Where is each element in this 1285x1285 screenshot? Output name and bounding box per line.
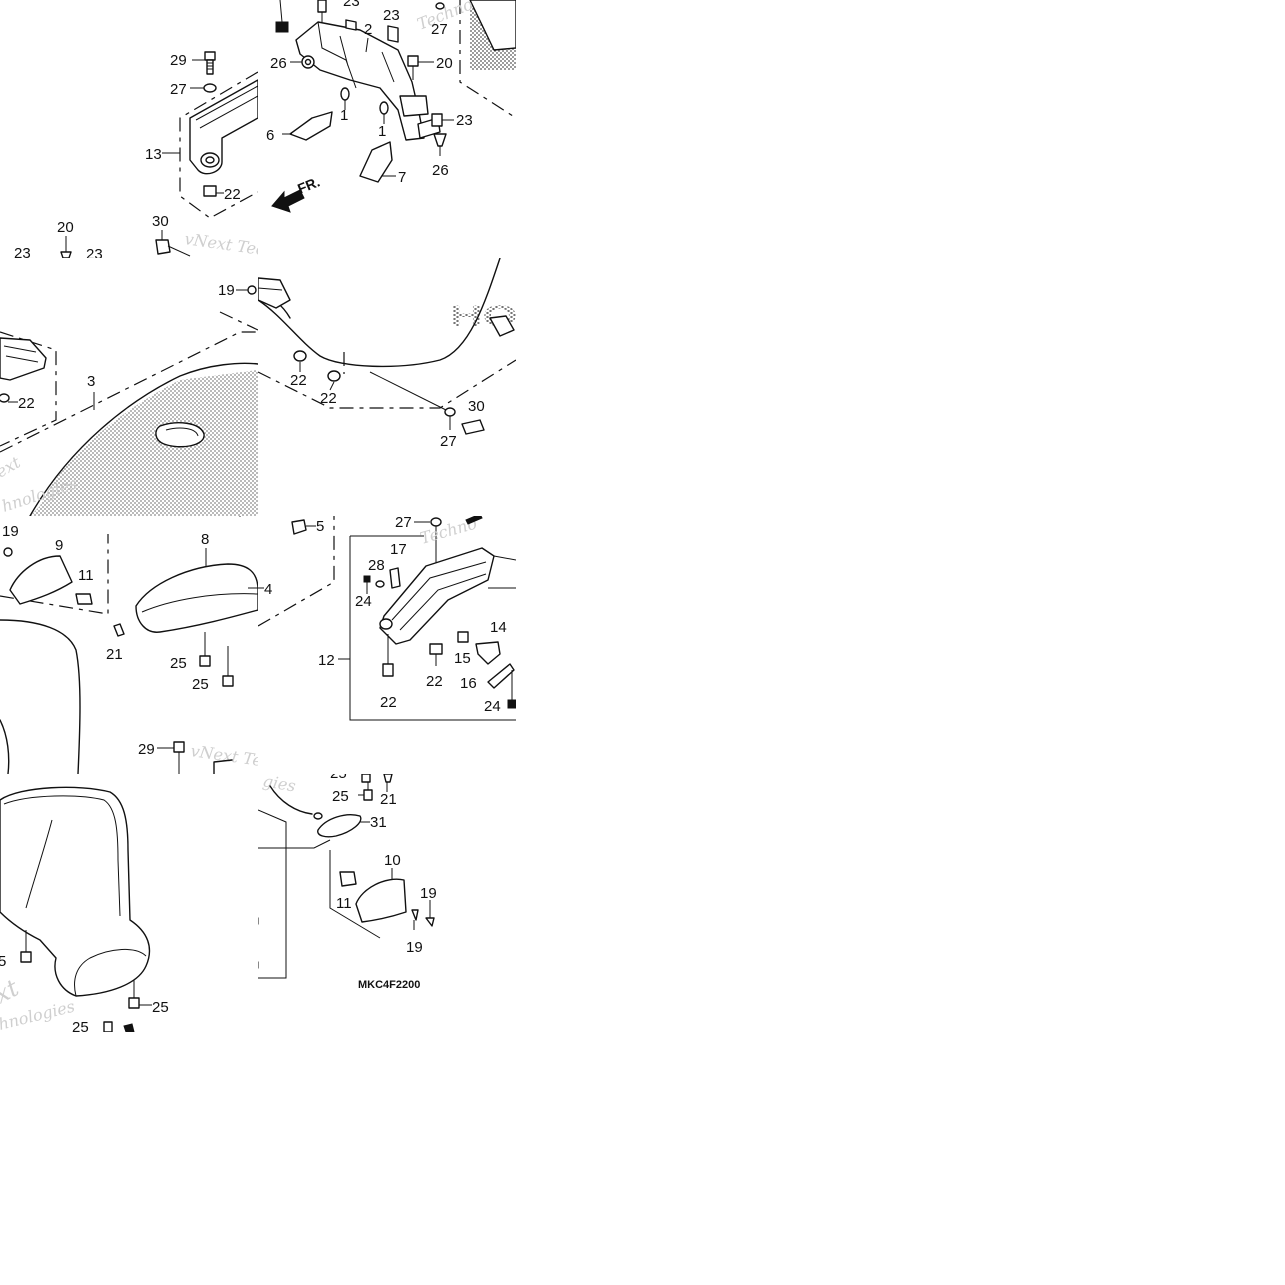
- callout-13: 13: [145, 146, 162, 163]
- callout-22f: 22: [426, 673, 443, 690]
- callout-15: 15: [454, 650, 471, 667]
- callout-23: 23: [14, 245, 31, 262]
- callout-4: 4: [264, 581, 272, 598]
- callout-22d: 22: [320, 390, 337, 407]
- callout-17: 17: [390, 541, 407, 558]
- tile-d: HONDA 22 22 30 27: [258, 258, 615, 516]
- callout-5b: 5: [0, 953, 6, 970]
- callout-27d: 27: [395, 514, 412, 531]
- callout-19c: 19: [420, 885, 437, 902]
- callout-31: 31: [370, 814, 387, 831]
- callout-26b: 26: [432, 162, 449, 179]
- callout-27: 27: [170, 81, 187, 98]
- diagram-code: MKC4F2200: [358, 979, 420, 991]
- callout-11b: 11: [336, 895, 352, 912]
- callout-6: 6: [266, 127, 274, 144]
- callout-1: 1: [340, 107, 348, 124]
- callout-7: 7: [398, 169, 406, 186]
- tile-h: 25 gies 25 21 31 10 11 19 19: [258, 765, 516, 1032]
- callout-23c: 23: [343, 0, 360, 10]
- callout-23d: 23: [383, 7, 400, 24]
- callout-25: 25: [170, 655, 187, 672]
- svg-text:FR.: FR.: [295, 173, 322, 196]
- side-cover-10: [355, 878, 407, 923]
- callout-2: 2: [364, 21, 372, 38]
- watermark: gies: [261, 771, 297, 795]
- callout-22b: 22: [18, 395, 35, 412]
- callout-3: 3: [87, 373, 95, 390]
- callout-20: 20: [57, 219, 74, 236]
- bracket-6: [289, 111, 333, 141]
- callout-19: 19: [218, 282, 235, 299]
- tile-b: Techno 27 23 23 2 26 20 1: [258, 0, 516, 258]
- callout-21b: 21: [380, 791, 397, 808]
- tile-e: 19 9 11 21 8 25 25 29 vNext Tec: [0, 516, 258, 774]
- callout-22e: 22: [380, 694, 397, 711]
- callout-22: 22: [224, 186, 241, 203]
- front-arrow-icon: FR.: [271, 173, 322, 213]
- washer-27: [203, 83, 217, 93]
- callout-12: 12: [318, 652, 335, 669]
- cable-handle-31: [317, 814, 362, 838]
- side-cover-9: [9, 555, 73, 605]
- callout-19d: 19: [406, 939, 423, 956]
- callout-27c: 27: [440, 433, 457, 450]
- callout-21: 21: [106, 646, 123, 663]
- callout-29: 29: [170, 52, 187, 69]
- callout-28: 28: [368, 557, 385, 574]
- callout-8: 8: [201, 531, 209, 548]
- callout-10: 10: [384, 852, 401, 869]
- tile-a: 29 27 13 22 30 vNext Tec 20 23 23: [0, 0, 258, 263]
- bracket-7: [359, 141, 393, 183]
- callout-29b: 29: [138, 741, 155, 758]
- callout-24b: 24: [484, 698, 501, 715]
- callout-23b: 23: [86, 246, 103, 263]
- tile-c: 22 3 19 ext hnologies: [0, 258, 258, 516]
- callout-1b: 1: [378, 123, 386, 140]
- callout-30b: 30: [468, 398, 485, 415]
- callout-25e: 25: [330, 765, 347, 782]
- callout-11: 11: [78, 567, 94, 584]
- callout-16: 16: [460, 675, 477, 692]
- callout-25b: 25: [192, 676, 209, 693]
- callout-14: 14: [490, 619, 507, 636]
- callout-30: 30: [152, 213, 169, 230]
- seat-pad-8: [135, 563, 258, 633]
- callout-19b: 19: [2, 523, 19, 540]
- nut-22: [203, 185, 217, 197]
- callout-20b: 20: [436, 55, 453, 72]
- callout-27b: 27: [431, 21, 448, 38]
- callout-25d: 25: [72, 1019, 89, 1036]
- callout-25f: 25: [332, 788, 349, 805]
- callout-26: 26: [270, 55, 287, 72]
- latch-14: [475, 641, 501, 665]
- rear-grab-rail-13: [189, 79, 258, 175]
- tile-g: 5 25 25 xt hnologies: [0, 774, 258, 1036]
- callout-25c: 25: [152, 999, 169, 1016]
- callout-5: 5: [316, 518, 324, 535]
- tile-f: 4 2 5 27 Techno 28 17 24 14: [258, 514, 516, 774]
- callout-9: 9: [55, 537, 63, 554]
- callout-24: 24: [355, 593, 372, 610]
- bolt-29: [204, 51, 216, 75]
- logo-watermark: HONDA: [450, 299, 615, 333]
- callout-22c: 22: [290, 372, 307, 389]
- callout-23e: 23: [456, 112, 473, 129]
- backrest: [0, 786, 151, 997]
